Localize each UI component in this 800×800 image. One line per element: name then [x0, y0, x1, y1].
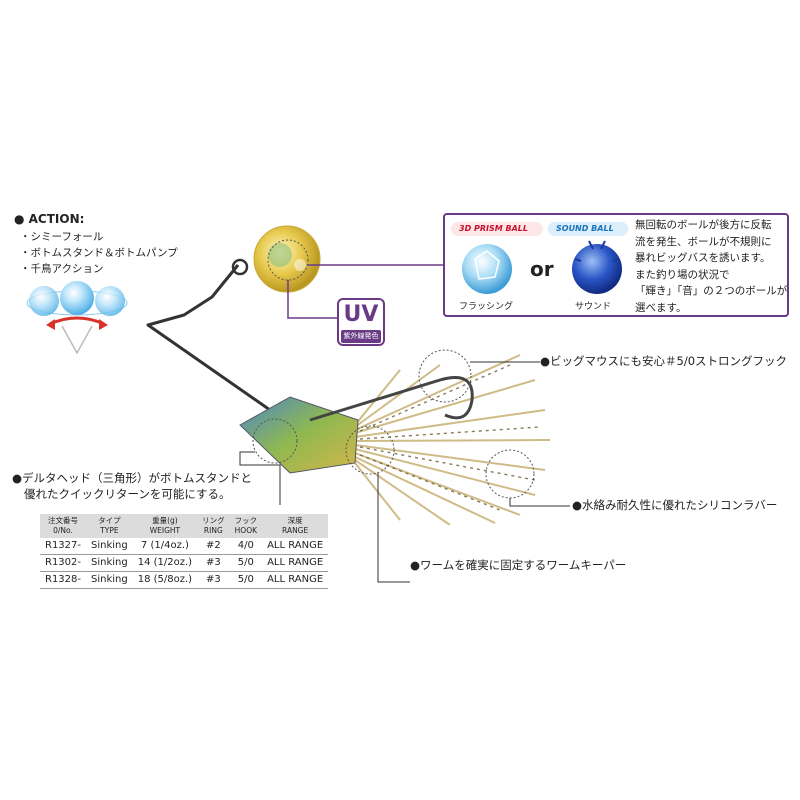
cell-hook: 5/0 [229, 554, 263, 572]
uv-sub-label: 紫外線発色 [341, 330, 381, 343]
cell-weight: 14 (1/2oz.) [132, 554, 198, 572]
sound-ball-icon [572, 240, 622, 294]
keeper-callout: ●ワームを確実に固定するワームキーパー [410, 558, 627, 572]
info-line: 「輝き」「音」の２つのボールが [635, 285, 788, 297]
action-item: ・シミーフォール [20, 231, 104, 243]
spec-header: 重量(g)WEIGHT [132, 514, 198, 538]
prism-ball-badge: 3D PRISM BALL [451, 222, 543, 236]
cell-order-no: R1328- [40, 571, 87, 589]
cell-type: Sinking [86, 571, 133, 589]
cell-range: ALL RANGE [262, 571, 329, 589]
info-line: 流を発生、ボールが不規則に [635, 235, 772, 248]
table-row: R1302- Sinking 14 (1/2oz.) #3 5/0 ALL RA… [40, 554, 329, 572]
cell-type: Sinking [86, 538, 133, 555]
table-row: R1327- Sinking 7 (1/4oz.) #2 4/0 ALL RAN… [40, 538, 329, 555]
cell-order-no: R1302- [40, 554, 87, 572]
skirt-callout: ●水絡み耐久性に優れたシリコンラバー [572, 498, 778, 512]
or-label: or [530, 257, 554, 281]
action-title: ● ACTION: [14, 212, 85, 226]
info-box: 3D PRISM BALL SOUND BALL or フラッシング サウンド … [443, 213, 789, 317]
cell-weight: 7 (1/4oz.) [132, 538, 198, 555]
prism-ball-icon [462, 244, 512, 294]
uv-label: UV [343, 302, 379, 327]
cell-ring: #2 [197, 538, 230, 555]
head-callout-line2: 優れたクイックリターンを可能にする。 [24, 487, 231, 501]
info-description: 無回転のボールが後方に反転 流を発生、ボールが不規則に 暴れビッグバスを誘います… [635, 217, 787, 316]
cell-weight: 18 (5/8oz.) [132, 571, 198, 589]
cell-hook: 4/0 [229, 538, 263, 555]
head-callout-line1: ●デルタヘッド（三角形）がボトムスタンドと [12, 471, 253, 485]
cell-hook: 5/0 [229, 571, 263, 589]
cell-range: ALL RANGE [262, 554, 329, 572]
hook-callout: ●ビッグマウスにも安心＃5/0ストロングフック [540, 354, 788, 368]
info-line: 無回転のボールが後方に反転 [635, 219, 772, 231]
cell-type: Sinking [86, 554, 133, 572]
info-line: 選べます。 [635, 301, 687, 314]
cell-ring: #3 [197, 571, 230, 589]
action-item: ・ボトムスタンド＆ボトムパンプ [20, 247, 178, 259]
sound-ball-badge: SOUND BALL [548, 222, 628, 236]
action-item: ・千鳥アクション [20, 263, 104, 275]
flashing-label: フラッシング [459, 302, 514, 312]
table-row: R1328- Sinking 18 (5/8oz.) #3 5/0 ALL RA… [40, 571, 329, 589]
cell-order-no: R1327- [40, 538, 87, 555]
action-diagram-icon [26, 281, 128, 355]
info-line: 暴れビッグバスを誘います。 [635, 252, 771, 264]
cell-range: ALL RANGE [262, 538, 329, 555]
action-list: ・シミーフォール ・ボトムスタンド＆ボトムパンプ ・千鳥アクション [20, 229, 178, 277]
sound-label: サウンド [575, 302, 612, 312]
cell-ring: #3 [197, 554, 230, 572]
info-line: また釣り場の状況で [635, 268, 730, 281]
uv-badge: UV 紫外線発色 [337, 298, 385, 346]
